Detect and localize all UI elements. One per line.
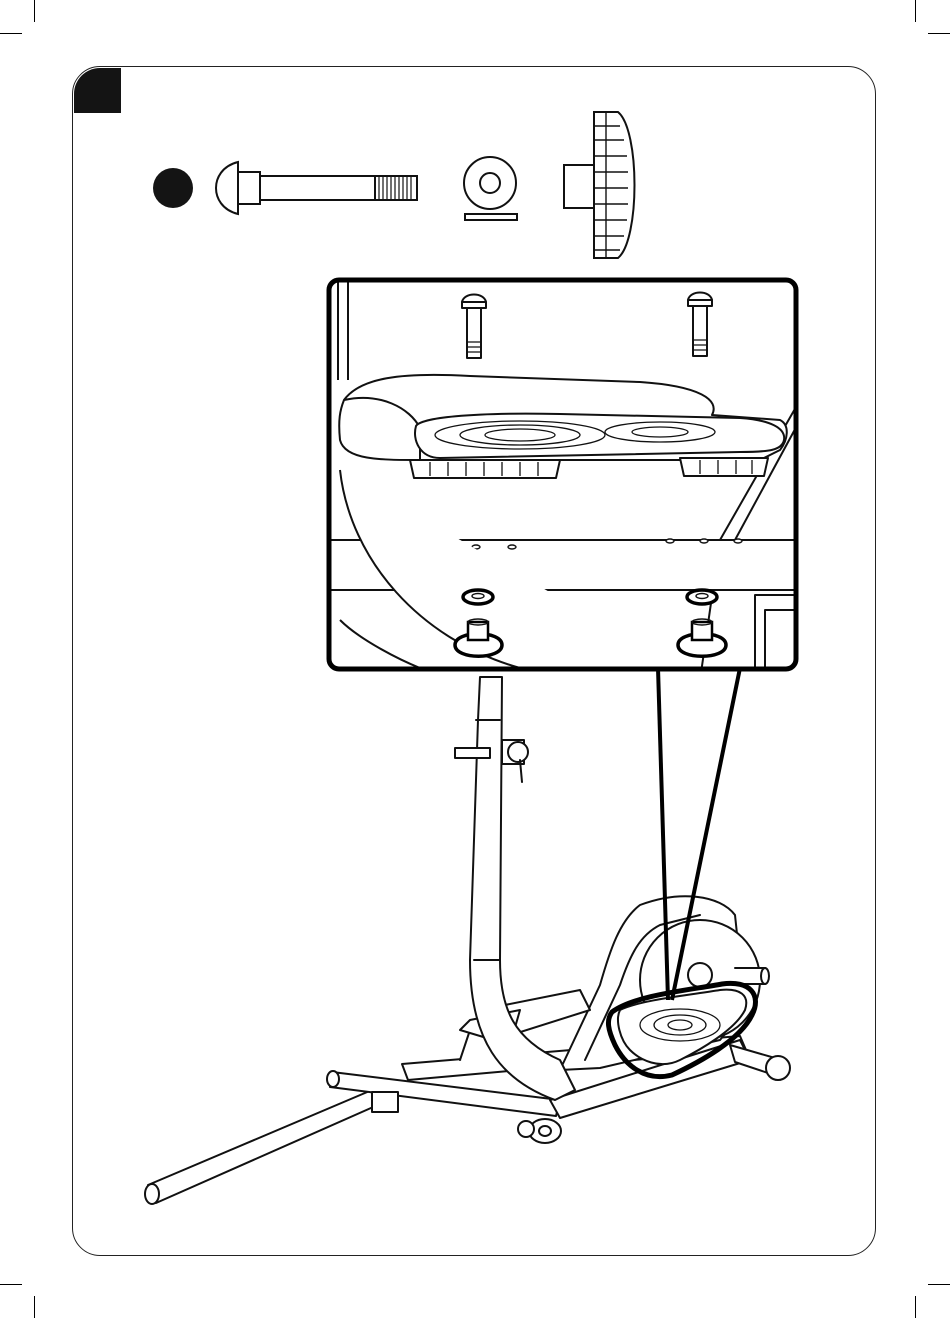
detail-washer-right (687, 590, 717, 604)
rail (148, 1090, 380, 1203)
detail-callout (329, 280, 815, 680)
elliptical-trainer (145, 677, 790, 1204)
detail-washer-left (463, 590, 493, 604)
